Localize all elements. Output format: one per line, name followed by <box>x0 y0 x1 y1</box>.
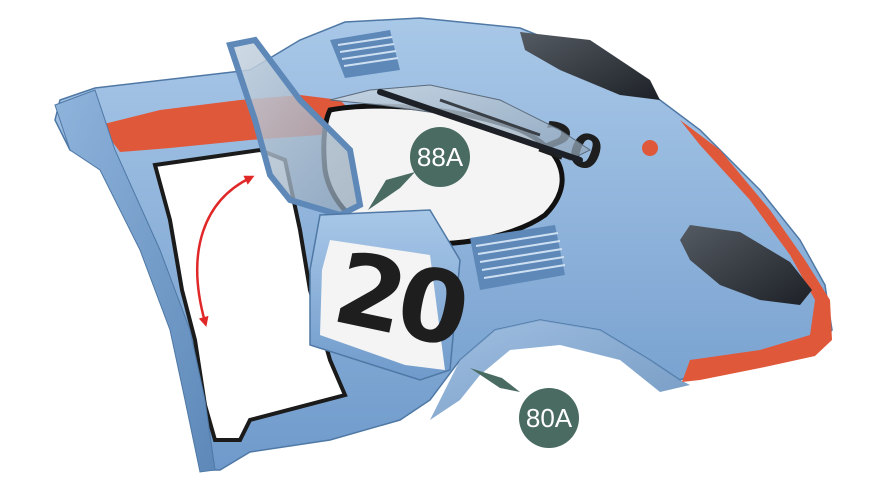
wiper-arm <box>377 89 583 163</box>
door-panel: 20 <box>309 209 475 381</box>
arrow-callout-icon <box>470 368 520 392</box>
callout-88a: 88A <box>368 127 470 210</box>
callout-label-80a: 80A <box>526 403 573 433</box>
front-louvers <box>470 225 566 290</box>
double-headed-curved-arrow-icon <box>196 175 255 327</box>
door-window <box>226 36 364 219</box>
door-number: 20 <box>325 229 475 370</box>
callout-80a: 80A <box>470 368 579 448</box>
marker-lamp <box>642 140 658 156</box>
rear-pillar <box>54 89 216 473</box>
rear-louvers <box>330 30 400 78</box>
arrow-callout-icon <box>368 172 415 210</box>
headlight-front <box>680 225 812 305</box>
wiper-blade <box>439 98 541 137</box>
headlight-rear-top <box>520 32 660 100</box>
callout-label-88a: 88A <box>417 142 464 172</box>
